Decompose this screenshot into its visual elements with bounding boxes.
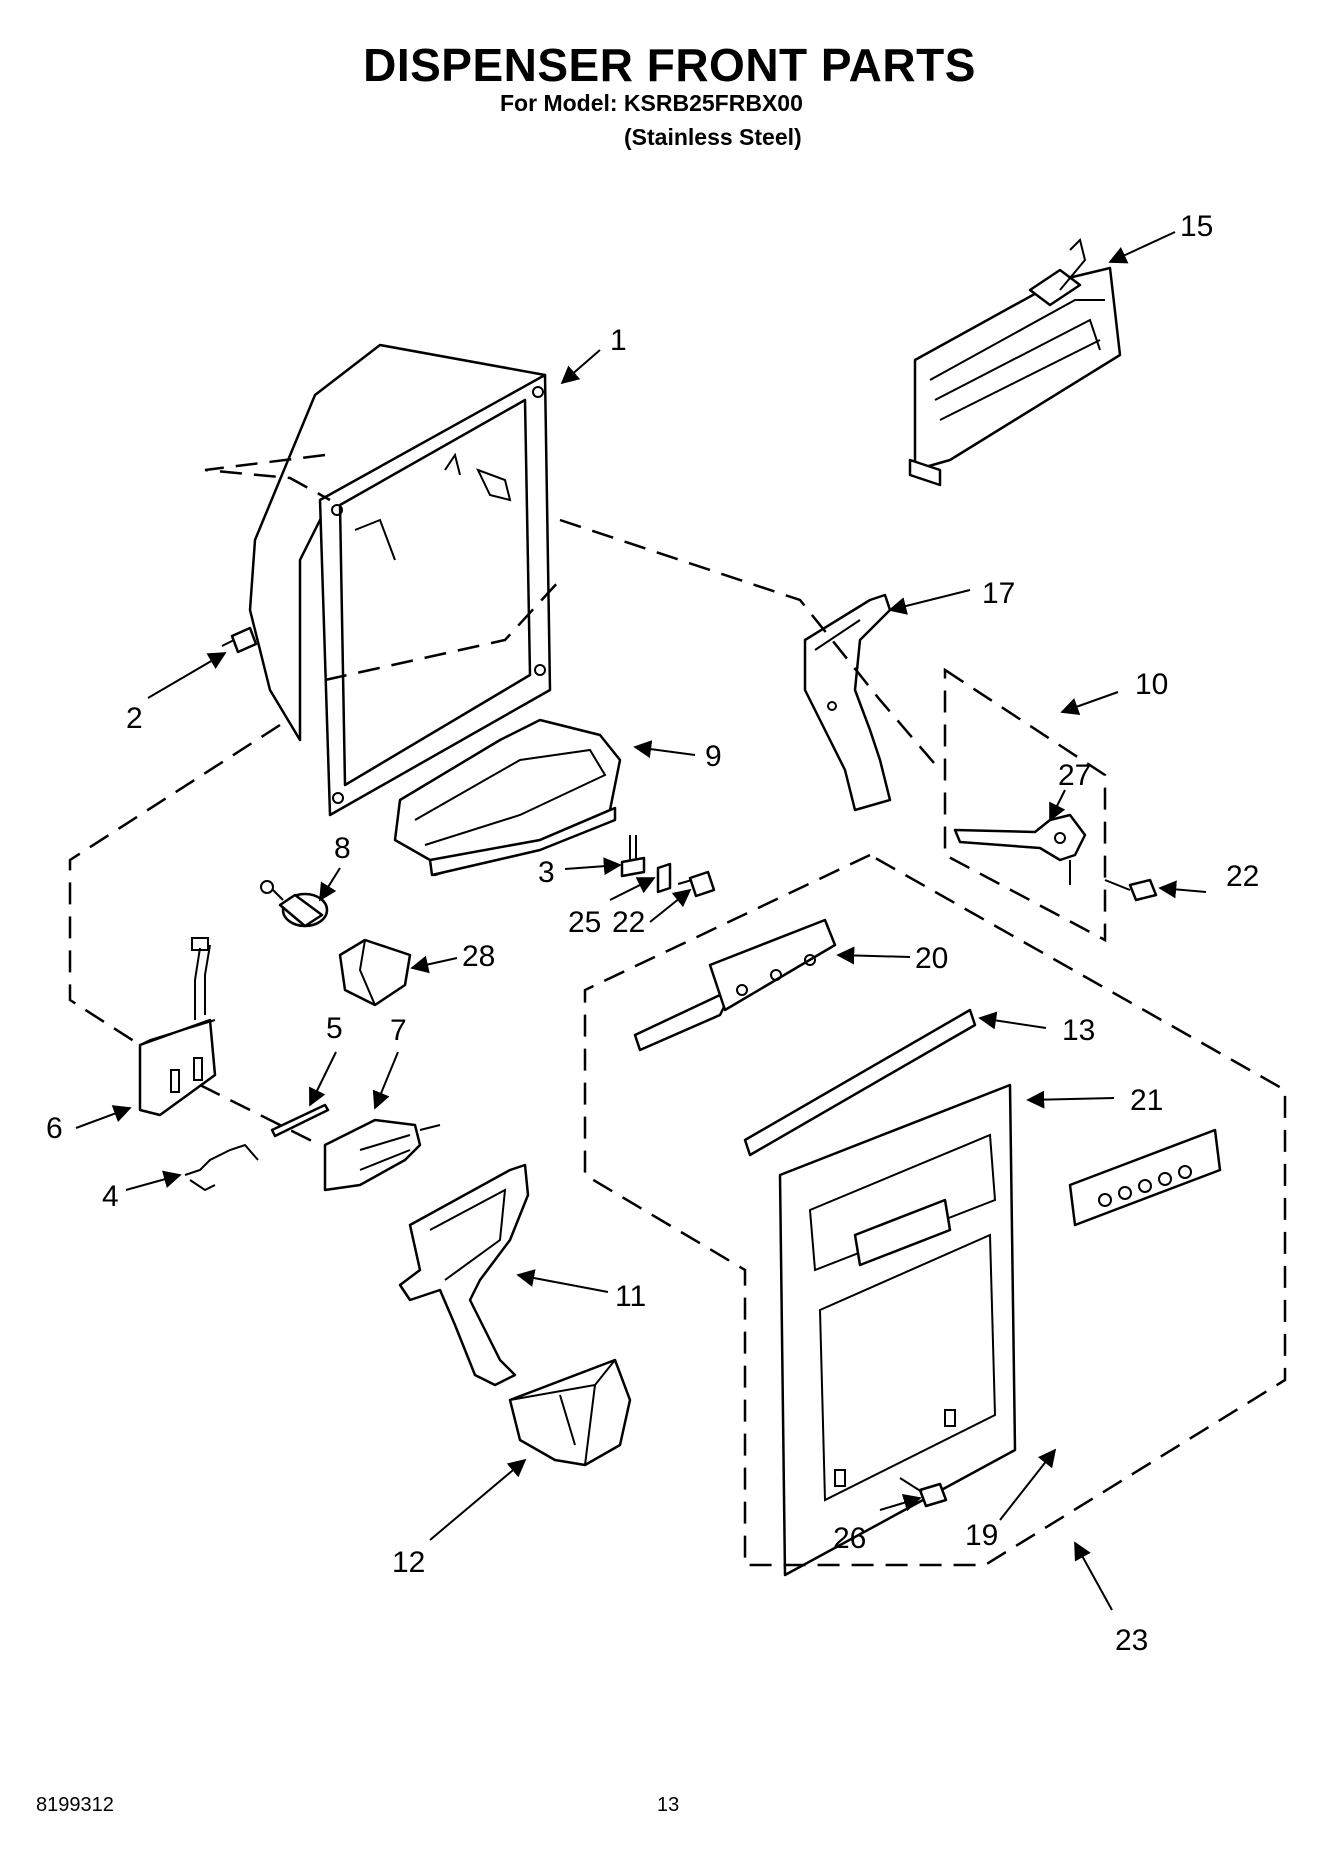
callout-1: 1 [610,324,627,357]
part-27-arm [953,813,1087,885]
leader-lines [75,231,1207,1611]
callout-2: 2 [126,702,143,735]
part-4-spring [184,1143,259,1192]
callout-11: 11 [615,1280,646,1313]
model-line: For Model: KSRB25FRBX00 [500,90,803,116]
part-11-lever [398,1163,530,1387]
callout-10: 10 [1135,668,1168,701]
part-19-buttons [1068,1128,1222,1227]
callout-12: 12 [392,1546,425,1579]
callout-27: 27 [1058,759,1091,792]
part-6-solenoid [138,937,217,1117]
callout-23: 23 [1115,1624,1148,1657]
callout-7: 7 [390,1014,407,1047]
part-25-clip [656,862,672,894]
callout-17: 17 [982,577,1015,610]
callout-20: 20 [915,942,948,975]
callout-13: 13 [1062,1014,1095,1047]
callout-22b: 22 [1226,860,1259,893]
part-17-lever [803,593,892,812]
part-5-pin [270,1103,330,1138]
doc-number: 8199312 [36,1794,114,1816]
part-13-strip [743,1008,977,1157]
callout-21: 21 [1130,1084,1163,1117]
part-28-cover [338,938,412,1007]
callout-5: 5 [326,1012,343,1045]
finish-line: (Stainless Steel) [624,124,802,150]
callout-15: 15 [1180,210,1213,243]
part-21-panel [778,1083,1017,1577]
dashed-assembly-lines [68,453,1287,1567]
part-9-chute [393,718,622,877]
part-2-screw [221,626,258,654]
part-3-spring [620,835,646,878]
callout-6: 6 [46,1112,63,1145]
part-22b-screw [1104,878,1158,902]
part-12-cup [508,1358,632,1467]
callout-labels: 1 2 3 4 5 6 7 8 9 10 11 12 13 15 17 19 2… [46,210,1259,1657]
page-title: DISPENSER FRONT PARTS [363,39,976,91]
callout-8: 8 [334,832,351,865]
page-number: 13 [657,1794,680,1816]
part-22a-screw [677,870,716,898]
part-15-module [908,238,1122,487]
callout-3: 3 [538,856,555,889]
callout-26: 26 [833,1522,866,1555]
callout-19: 19 [965,1519,998,1552]
part-1-housing [248,343,552,817]
callout-25: 25 [568,906,601,939]
part-8-motor [260,880,329,928]
callout-4: 4 [102,1180,119,1213]
callout-9: 9 [705,740,722,773]
part-26-screw [899,1477,948,1508]
callout-28: 28 [462,940,495,973]
callout-22a: 22 [612,906,645,939]
part-20-board [633,918,837,1052]
part-7-actuator [323,1118,441,1192]
